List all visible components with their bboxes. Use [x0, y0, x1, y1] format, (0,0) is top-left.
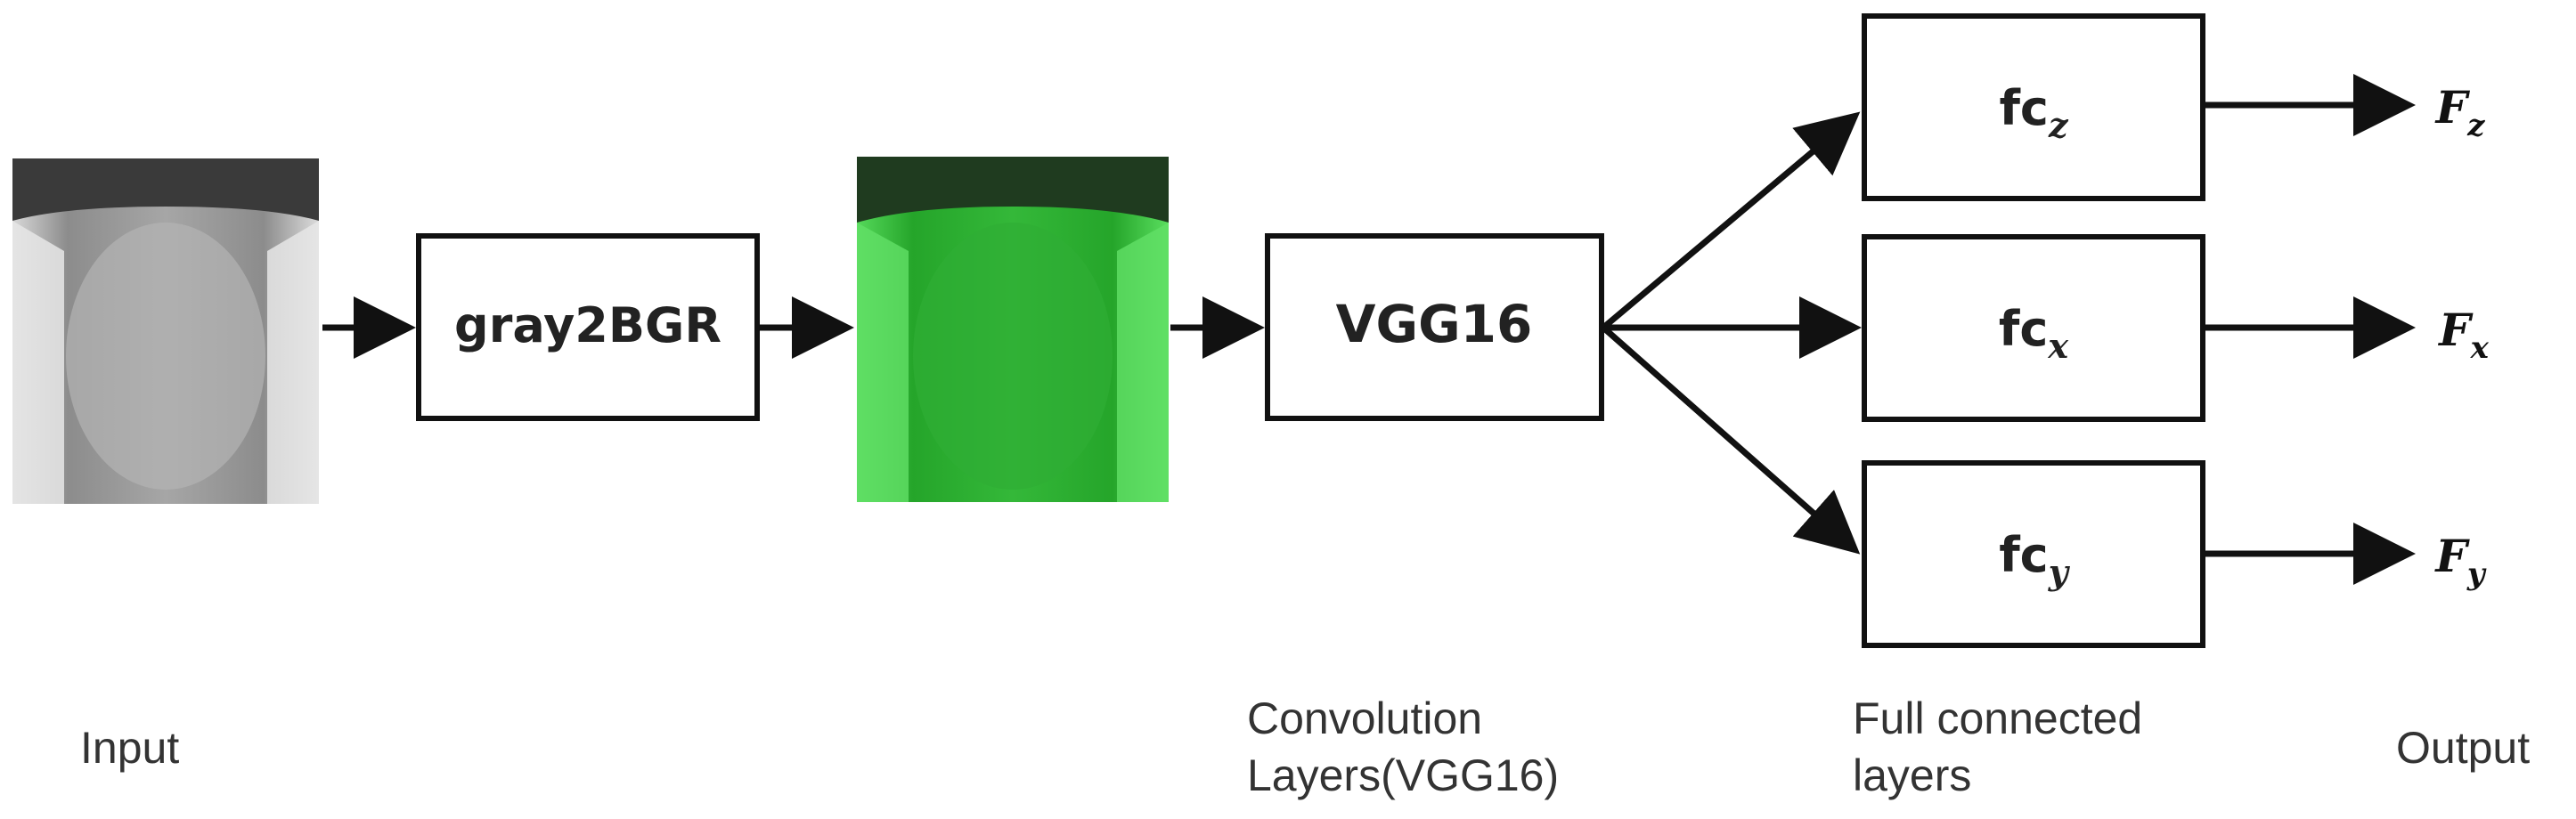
caption-input: Input [80, 723, 180, 773]
caption-convolution-line2: Layers(VGG16) [1247, 750, 1560, 800]
vgg16-label: VGG16 [1336, 294, 1533, 354]
output-fx-subscript: x [2470, 330, 2490, 366]
caption-fc-line2: layers [1853, 750, 1972, 800]
fc-x-subscript: x [2047, 326, 2069, 366]
fc-z-label: fcz [1999, 80, 2069, 145]
caption-convolution-line1: Convolution [1247, 693, 1483, 743]
output-fz-subscript: z [2466, 108, 2485, 143]
fc-y-box [1862, 460, 2205, 648]
caption-convolution-layers: Convolution Layers(VGG16) [1247, 690, 1559, 804]
green-image-icon [857, 157, 1169, 502]
arrow-vgg16-to-fc-z [1601, 111, 1861, 330]
caption-output: Output [2396, 723, 2531, 773]
gray2bgr-box [416, 233, 760, 421]
caption-full-connected-layers: Full connected layers [1853, 690, 2142, 804]
output-fx: Fx [2437, 304, 2490, 366]
output-fy: Fy [2433, 530, 2487, 592]
fc-y-label: fcy [1999, 527, 2071, 592]
output-fy-subscript: y [2466, 556, 2487, 592]
fc-y-subscript: y [2048, 552, 2071, 592]
fc-x-box [1862, 234, 2205, 422]
fc-x-label: fcx [1999, 301, 2070, 366]
caption-fc-line1: Full connected [1853, 693, 2143, 743]
grayscale-image-icon [12, 158, 319, 504]
arrow-vgg16-to-fc-y [1601, 325, 1861, 555]
gray2bgr-label: gray2BGR [454, 297, 721, 353]
fc-z-subscript: z [2048, 105, 2069, 145]
fc-z-box [1862, 13, 2205, 201]
vgg16-box [1265, 233, 1604, 421]
output-fz: Fz [2434, 81, 2486, 143]
